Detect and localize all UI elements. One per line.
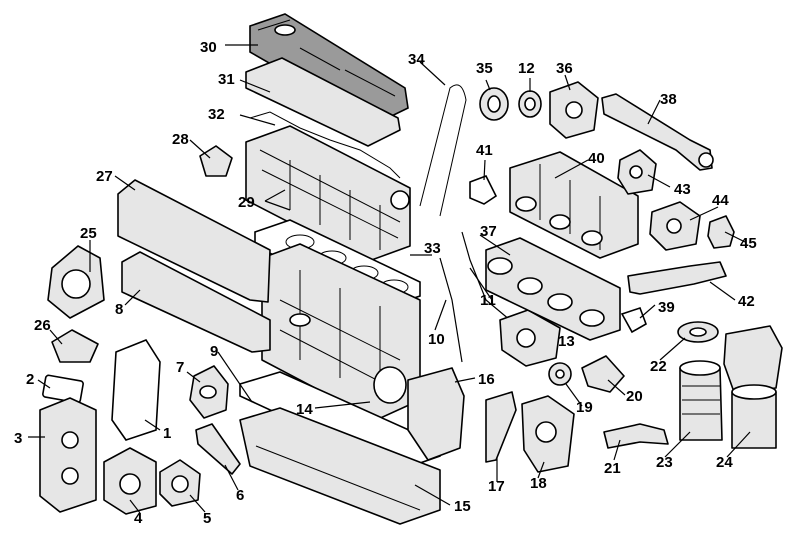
callout-14: 14 <box>296 401 313 418</box>
callout-11: 11 <box>480 292 496 309</box>
coolant-hose <box>603 423 669 449</box>
callout-2: 2 <box>26 371 34 388</box>
callout-23: 23 <box>656 454 673 471</box>
callout-40: 40 <box>588 150 605 167</box>
water-outlet <box>189 365 229 419</box>
oil-pump-gasket <box>111 339 161 441</box>
oil-pan <box>239 407 441 525</box>
pipe-gasket <box>620 306 647 334</box>
vacuum-pump <box>549 81 599 139</box>
callout-35: 35 <box>476 60 493 77</box>
thermostat-housing <box>159 459 201 507</box>
engine-block <box>261 243 421 421</box>
callout-36: 36 <box>556 60 573 77</box>
callout-33: 33 <box>424 240 441 257</box>
rocker-cover-gasket <box>245 57 401 147</box>
cover-plate <box>51 329 99 363</box>
mounting-bracket <box>195 423 241 475</box>
callout-4: 4 <box>134 510 143 527</box>
timing-cover-upper <box>117 179 271 303</box>
pulley-cover <box>47 245 105 319</box>
callout-26: 26 <box>34 317 51 334</box>
callout-39: 39 <box>658 299 675 316</box>
callout-8: 8 <box>115 301 123 318</box>
coolant-elbow <box>581 355 625 393</box>
callout-10: 10 <box>428 331 445 348</box>
callout-37: 37 <box>480 223 497 240</box>
callout-44: 44 <box>712 192 729 209</box>
callout-6: 6 <box>236 487 244 504</box>
parts <box>39 13 783 525</box>
callout-32: 32 <box>208 106 225 123</box>
timing-belt <box>419 84 467 217</box>
valve-body <box>649 201 701 251</box>
callout-45: 45 <box>740 235 757 252</box>
seal-ring <box>42 374 84 404</box>
camshaft-seal <box>518 90 542 118</box>
egr-pipe <box>601 93 714 171</box>
callout-1: 1 <box>163 425 171 442</box>
callout-25: 25 <box>80 225 97 242</box>
sensor-bracket <box>199 145 233 177</box>
pressure-sensor <box>707 215 735 249</box>
head-cover-seal <box>249 111 401 179</box>
dipstick <box>439 257 463 363</box>
callout-31: 31 <box>218 71 235 88</box>
oil-filter <box>679 360 723 441</box>
front-cover <box>39 397 97 513</box>
callout-15: 15 <box>454 498 471 515</box>
callout-24: 24 <box>716 454 733 471</box>
filter-head <box>677 321 719 343</box>
callout-9: 9 <box>210 343 218 360</box>
callout-42: 42 <box>738 293 755 310</box>
callout-28: 28 <box>172 131 189 148</box>
rocker-cover <box>249 13 409 125</box>
callout-41: 41 <box>476 142 493 159</box>
callout-29: 29 <box>238 194 255 211</box>
timing-cover-lower <box>121 251 271 353</box>
callout-27: 27 <box>96 168 113 185</box>
callout-5: 5 <box>203 510 211 527</box>
callout-30: 30 <box>200 39 217 56</box>
oil-pump <box>103 447 157 515</box>
oil-pipe <box>485 391 517 463</box>
exhaust-pipe <box>627 261 727 295</box>
callout-3: 3 <box>14 430 22 447</box>
intake-manifold <box>485 237 621 341</box>
manifold-gasket <box>469 174 498 205</box>
timing-plate <box>407 367 465 461</box>
exhaust-manifold <box>509 151 639 259</box>
temperature-sensor <box>548 362 572 386</box>
water-pump <box>521 395 575 473</box>
callout-38: 38 <box>660 91 677 108</box>
callout-22: 22 <box>650 358 667 375</box>
callout-7: 7 <box>176 359 184 376</box>
callout-21: 21 <box>604 460 621 477</box>
callout-16: 16 <box>478 371 495 388</box>
callout-18: 18 <box>530 475 547 492</box>
cylinder-head <box>245 125 411 263</box>
crankshaft-seal <box>479 87 509 121</box>
callout-labels: 1 2 3 4 5 6 7 8 9 10 11 12 13 14 15 16 1… <box>14 39 757 527</box>
callout-20: 20 <box>626 388 643 405</box>
callout-43: 43 <box>674 181 691 198</box>
fuel-filter <box>723 325 783 449</box>
callout-34: 34 <box>408 51 425 68</box>
leader-lines <box>28 44 751 514</box>
callout-12: 12 <box>518 60 535 77</box>
callout-13: 13 <box>558 333 575 350</box>
callout-19: 19 <box>576 399 593 416</box>
callout-17: 17 <box>488 478 505 495</box>
egr-valve <box>617 149 657 195</box>
